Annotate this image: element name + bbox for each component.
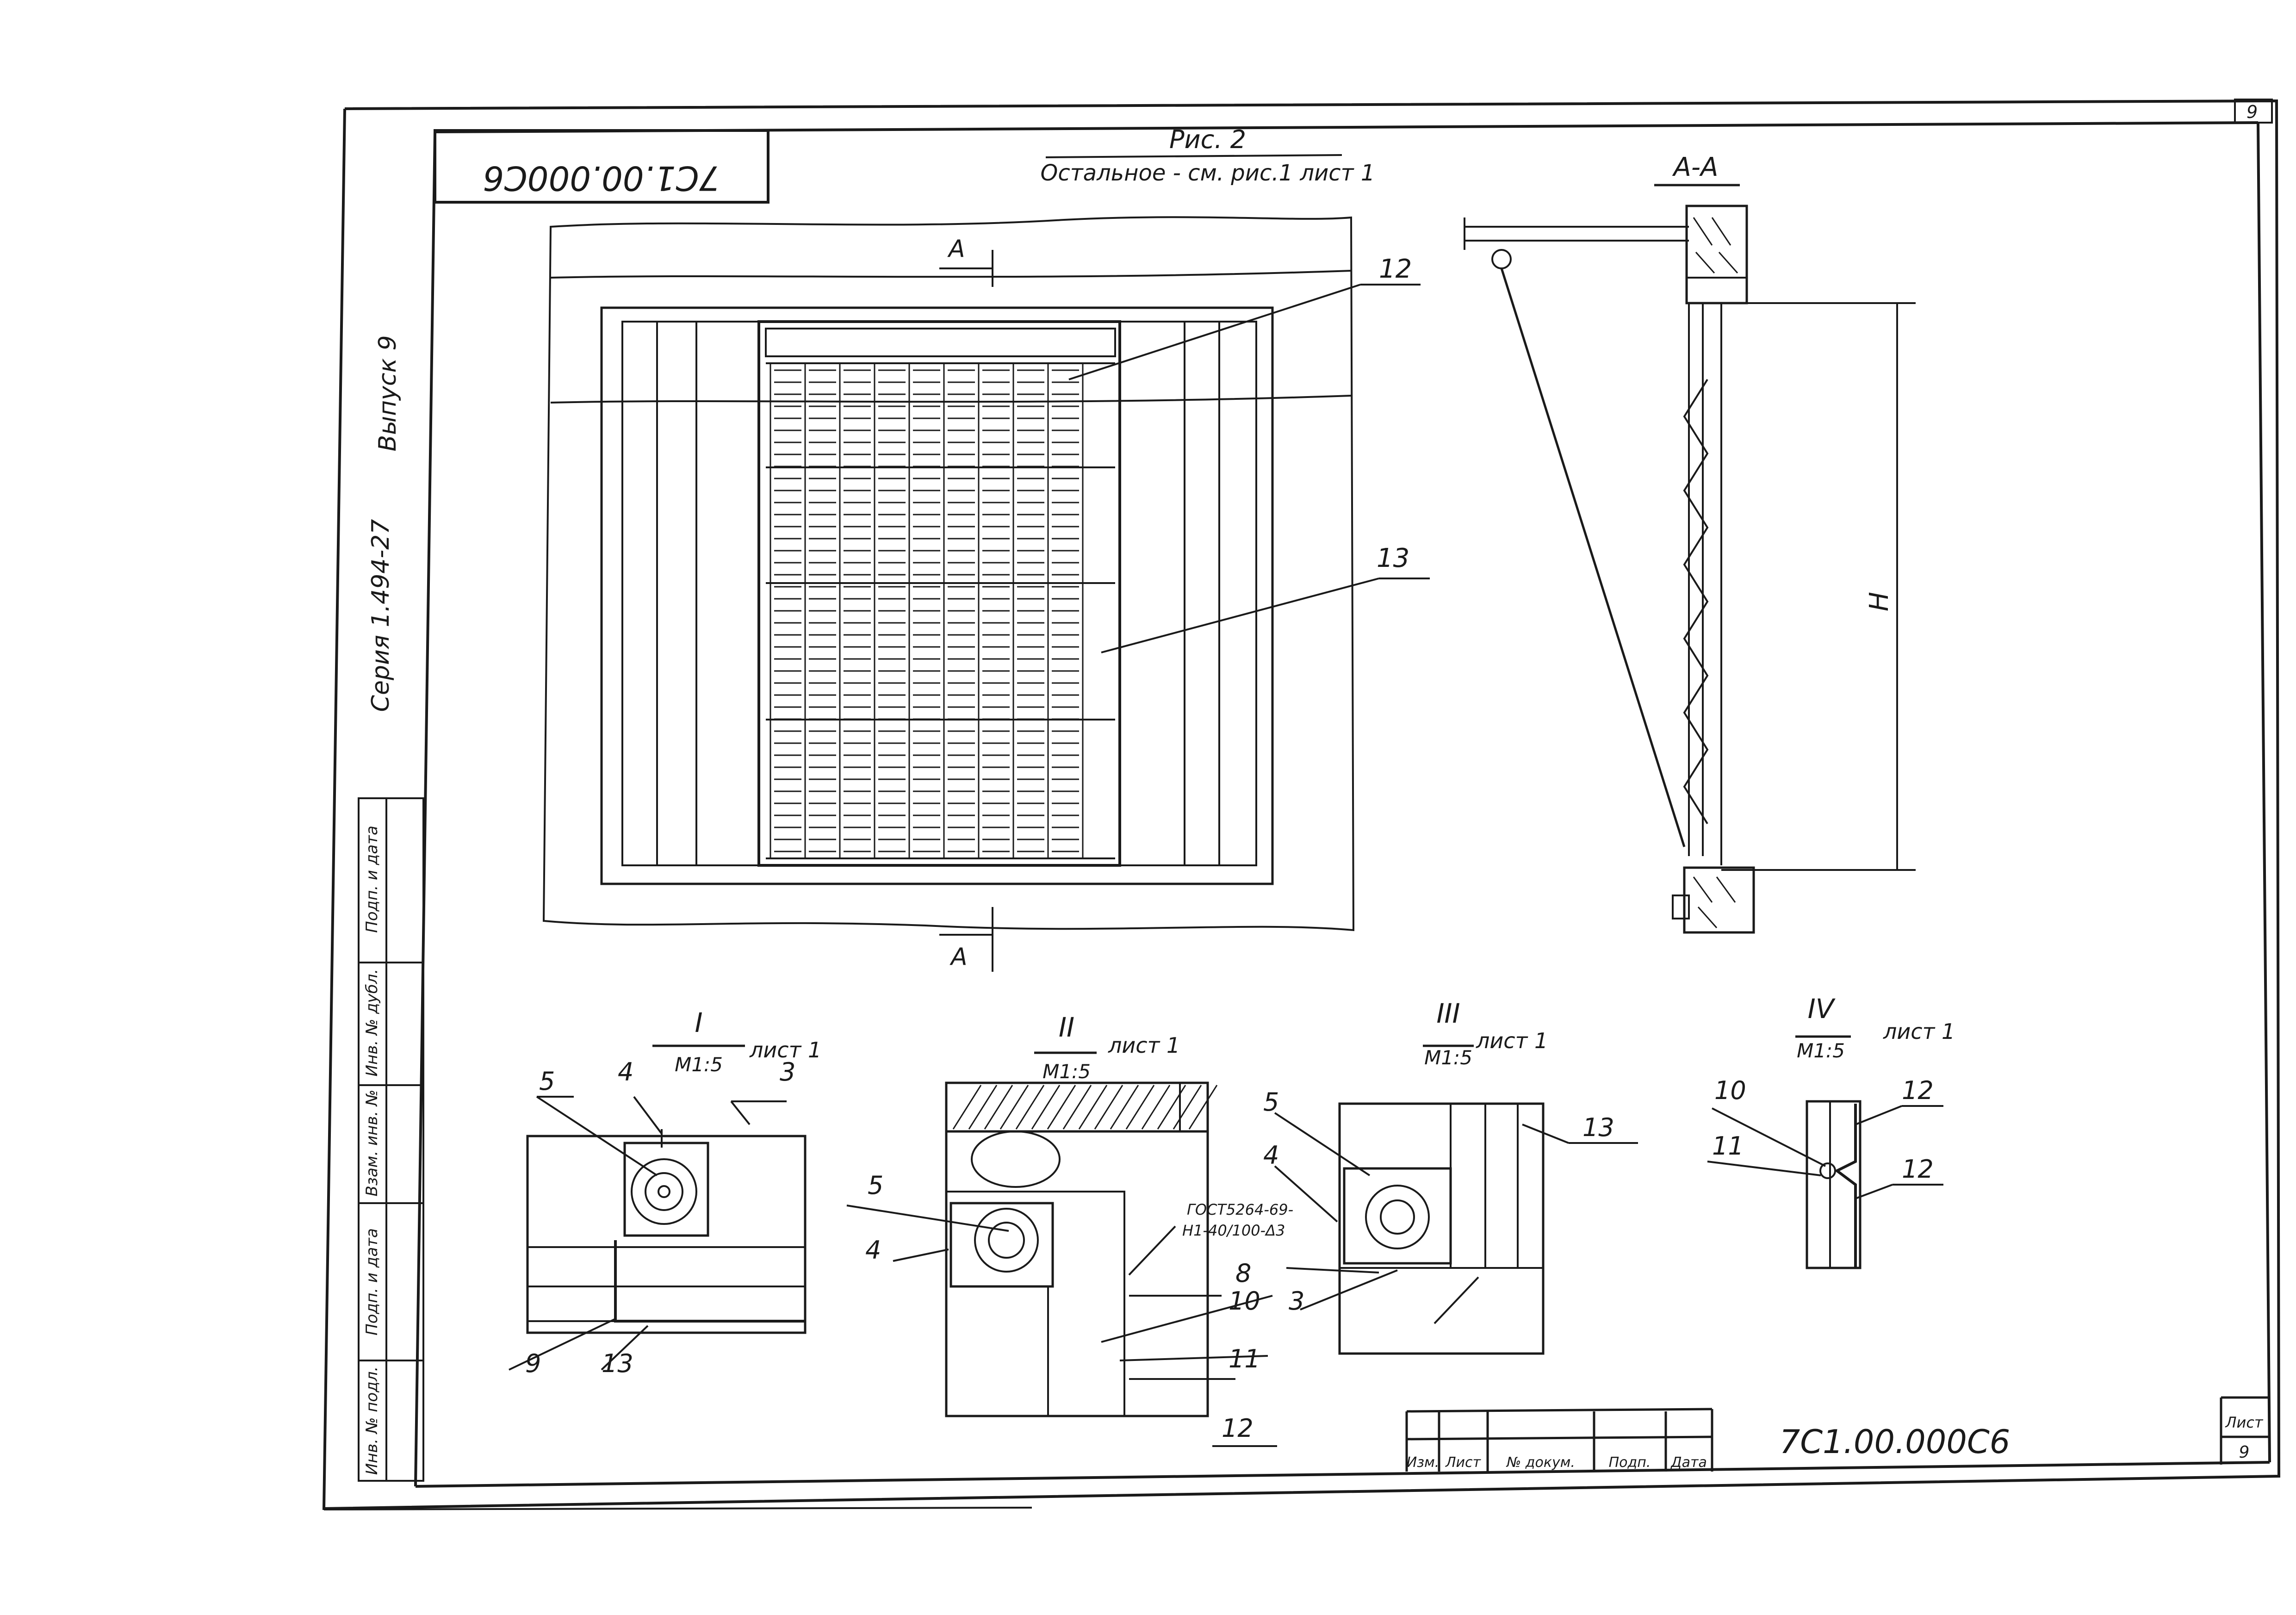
panel-louvers (769, 363, 1084, 858)
slab-hatch-line (1094, 1085, 1123, 1130)
slab-hatch-line (999, 1085, 1029, 1130)
cut-mark-bottom: А (949, 943, 968, 971)
slab-hatch-line (1125, 1085, 1155, 1130)
detail-3-scale: М1:5 (1424, 1046, 1472, 1069)
detail-1-sheet: лист 1 (749, 1037, 821, 1062)
slab-hatch-line (1157, 1085, 1186, 1130)
tb-header-date: Дата (1670, 1454, 1707, 1471)
d4-callout-11: 11 (1712, 1131, 1744, 1161)
section-label: А-А (1672, 152, 1719, 182)
stamp-cell-5: Подп. и дата (363, 826, 381, 933)
d1-callout-9: 9 (525, 1349, 541, 1378)
height-label: H (1864, 592, 1894, 611)
d2-callout-11: 11 (1229, 1344, 1260, 1373)
title-block (1405, 1396, 2270, 1472)
rotated-code: 7С1.00.000С6 (483, 159, 720, 198)
d3-callout-4: 4 (1263, 1141, 1279, 1170)
detail-2-scale: М1:5 (1043, 1060, 1091, 1083)
concrete-hatch (1693, 217, 1738, 928)
d2-callout-8: 8 (1235, 1259, 1251, 1288)
detail-2-numeral: II (1059, 1012, 1074, 1043)
detail-3-numeral: III (1436, 998, 1460, 1029)
d2-callout-4: 4 (865, 1236, 881, 1265)
front-elevation (542, 216, 1355, 932)
slab-hatch-line (1047, 1085, 1076, 1130)
document-code: 7С1.00.000С6 (1780, 1423, 2011, 1461)
figure-note: Остальное - см. рис.1 лист 1 (1041, 160, 1375, 186)
detail-1-numeral: I (695, 1007, 702, 1038)
series-text: Серия 1.494-27 (367, 519, 395, 712)
cut-mark-top: А (947, 235, 965, 263)
d2-callout-10: 10 (1229, 1286, 1260, 1316)
tb-sheet-label: Лист (2225, 1414, 2263, 1431)
d4-callout-12a: 12 (1902, 1076, 1934, 1105)
detail-2 (846, 1051, 1277, 1447)
tb-header-doc: № докум. (1506, 1454, 1575, 1471)
detail-2-hatch (952, 1085, 1218, 1130)
sheet-number: 9 (2246, 102, 2258, 122)
slab-hatch-line (1062, 1085, 1092, 1130)
detail-4-sheet: лист 1 (1883, 1019, 1955, 1044)
detail-2-sheet: лист 1 (1108, 1033, 1180, 1058)
d1-callout-5: 5 (539, 1067, 555, 1096)
d1-callout-3: 3 (780, 1057, 795, 1087)
detail-3-sheet: лист 1 (1476, 1028, 1548, 1053)
slab-hatch-line (952, 1085, 982, 1130)
rotated-code-box: 7С1.00.000С6 (434, 129, 769, 204)
stamp-cell-3: Взам. инв. № (363, 1090, 381, 1197)
slab-hatch-line (1188, 1085, 1218, 1130)
callout-leaders-main (1068, 284, 1430, 653)
side-stamp (358, 797, 424, 1482)
d1-callout-4: 4 (618, 1057, 633, 1087)
d3-callout-5: 5 (1263, 1087, 1279, 1117)
slab-hatch-line (1015, 1085, 1045, 1130)
slab-hatch-line (1031, 1085, 1061, 1130)
tb-header-list: Лист (1445, 1454, 1482, 1471)
detail-4-numeral: IV (1808, 993, 1836, 1025)
detail-1 (509, 1044, 807, 1371)
d3-callout-13: 13 (1582, 1113, 1614, 1142)
stamp-cell-2: Подп. и дата (363, 1228, 381, 1335)
slab-hatch-line (1078, 1085, 1108, 1130)
section-cut-marks (939, 250, 993, 972)
slab-hatch-line (1110, 1085, 1139, 1130)
slab-hatch-line (1141, 1085, 1171, 1130)
stamp-cell-4: Инв. № дубл. (363, 969, 381, 1077)
d2-callout-5: 5 (868, 1171, 883, 1200)
detail-4-scale: М1:5 (1797, 1039, 1845, 1062)
d4-callout-12b: 12 (1902, 1155, 1934, 1184)
issue-text: Выпуск 9 (374, 335, 402, 451)
slab-hatch-line (968, 1085, 998, 1130)
d3-callout-3: 3 (1289, 1286, 1304, 1316)
figure-title: Рис. 2 (1169, 125, 1246, 154)
detail-1-scale: М1:5 (675, 1053, 723, 1076)
d1-callout-13: 13 (602, 1349, 633, 1378)
stamp-cell-1: Инв. № подл. (363, 1367, 381, 1475)
callout-12: 12 (1379, 254, 1412, 284)
d2-gost-line1: ГОСТ5264-69- (1187, 1201, 1293, 1218)
tb-header-sign: Подп. (1609, 1454, 1651, 1471)
callout-13: 13 (1377, 543, 1409, 573)
tb-sheet-value: 9 (2239, 1443, 2250, 1462)
slab-hatch-line (1173, 1085, 1202, 1130)
detail-3 (1274, 1044, 1638, 1355)
slab-hatch-line (984, 1085, 1013, 1130)
section-aa (1464, 205, 1916, 934)
d2-callout-12: 12 (1222, 1414, 1253, 1443)
d2-gost-line2: Н1-40/100-Δ3 (1182, 1222, 1285, 1239)
d4-callout-10: 10 (1714, 1076, 1746, 1105)
tb-header-izm: Изм. (1407, 1454, 1440, 1471)
detail-4 (1707, 1035, 1943, 1269)
